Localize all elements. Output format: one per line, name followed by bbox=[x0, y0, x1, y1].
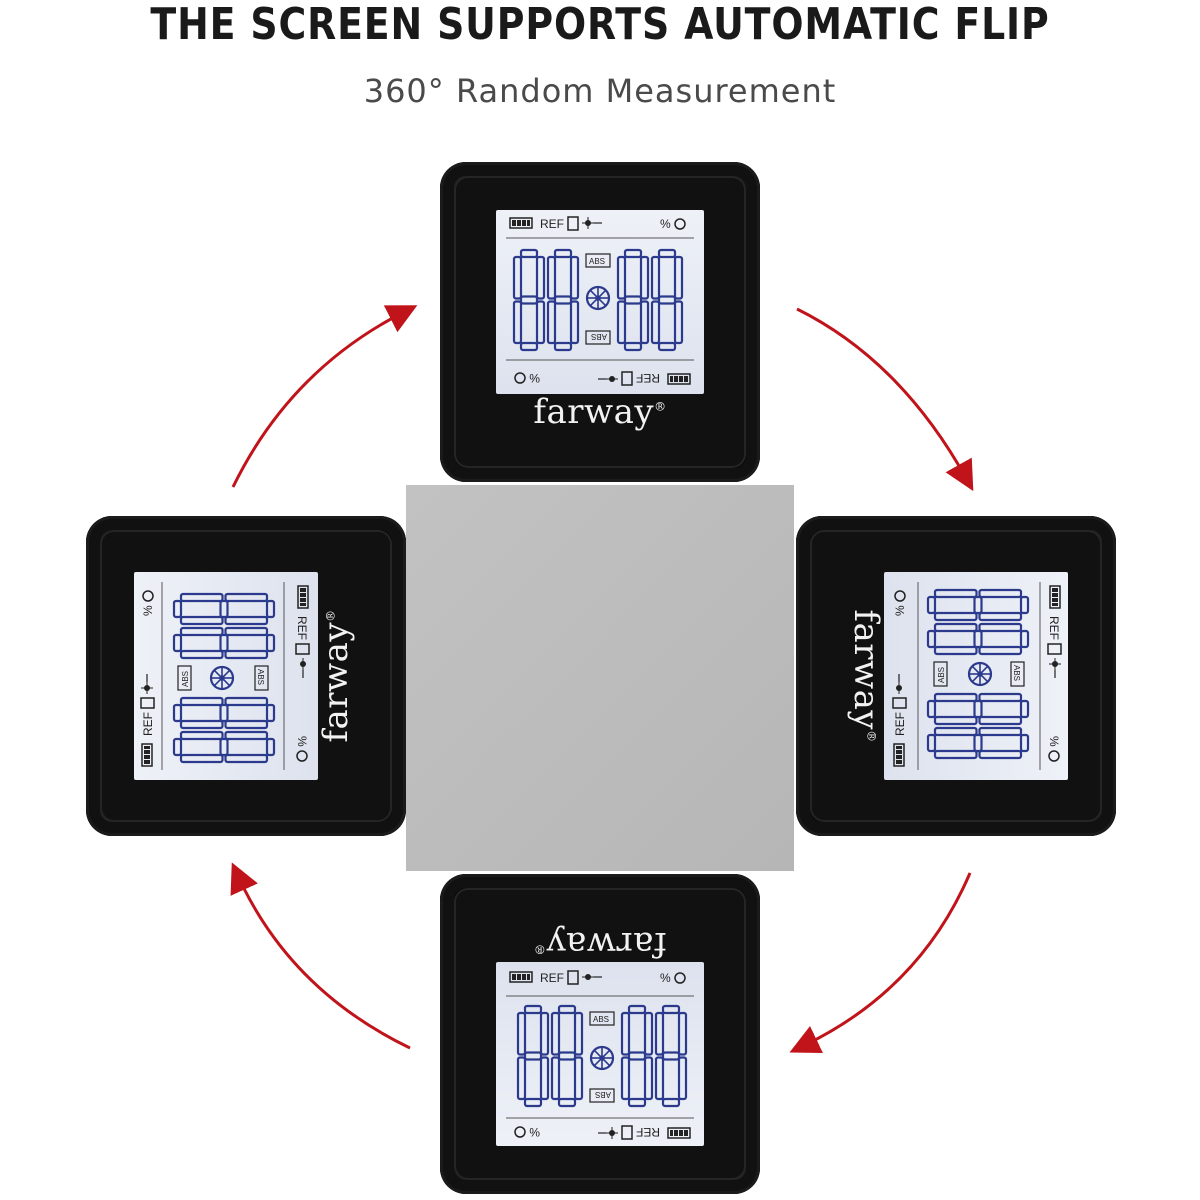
lcd-percent-bottom: % bbox=[893, 605, 907, 616]
device-top: REF % ABS ABS REF bbox=[440, 162, 760, 482]
lcd-abs-bottom: ABS bbox=[256, 669, 265, 685]
lcd-ref-top: REF bbox=[636, 1125, 660, 1139]
lcd-percent-top: % bbox=[141, 605, 155, 616]
lcd-ref-top: REF bbox=[141, 712, 155, 736]
lcd-ref-top: REF bbox=[1047, 616, 1061, 640]
lcd-abs-bottom: ABS bbox=[937, 667, 946, 683]
lcd-abs-top: ABS bbox=[589, 257, 605, 266]
trademark-mark: ® bbox=[654, 399, 667, 414]
lcd-percent-bottom: % bbox=[295, 736, 309, 747]
lcd-screen: REF % ABS ABS REF bbox=[496, 210, 704, 394]
lcd-ref-bottom: REF bbox=[893, 712, 907, 736]
lcd-abs-top: ABS bbox=[1012, 665, 1021, 681]
lcd-ref-bottom: REF bbox=[636, 371, 660, 385]
lcd-screen: REF % ABS ABS REF bbox=[496, 962, 704, 1146]
lcd-percent-top: % bbox=[660, 217, 671, 231]
lcd-percent-top: % bbox=[1047, 736, 1061, 747]
center-surface-block bbox=[406, 485, 794, 871]
arrow-bottom-left bbox=[230, 862, 411, 1050]
lcd-screen: REF % ABS ABS REF bbox=[884, 572, 1068, 780]
lcd-abs-bottom: ABS bbox=[591, 332, 607, 341]
lcd-ref-bottom: REF bbox=[295, 616, 309, 640]
lcd-abs-bottom: ABS bbox=[593, 1015, 609, 1024]
subheadline: 360° Random Measurement bbox=[363, 72, 837, 110]
arrow-bottom-right bbox=[789, 872, 972, 1054]
lcd-abs-top: ABS bbox=[181, 671, 190, 687]
lcd-ref-bottom: REF bbox=[540, 971, 564, 985]
brand-logo: farway® bbox=[440, 392, 760, 432]
lcd-percent-bottom: % bbox=[529, 371, 540, 385]
device-bottom: REF % ABS ABS REF bbox=[440, 874, 760, 1194]
headline: THE SCREEN SUPPORTS AUTOMATIC FLIP bbox=[150, 0, 1050, 50]
brand-name: farway bbox=[533, 392, 655, 432]
lcd-abs-top: ABS bbox=[595, 1090, 611, 1099]
lcd-percent-bottom: % bbox=[660, 971, 671, 985]
device-right: REF % ABS ABS REF bbox=[796, 516, 1116, 836]
arrow-top-right bbox=[796, 307, 974, 492]
lcd-ref-top: REF bbox=[540, 217, 564, 231]
arrow-top-left bbox=[231, 305, 418, 488]
lcd-percent-top: % bbox=[529, 1125, 540, 1139]
lcd-screen: REF % ABS ABS REF bbox=[134, 572, 318, 780]
device-left: REF % ABS ABS REF bbox=[86, 516, 406, 836]
